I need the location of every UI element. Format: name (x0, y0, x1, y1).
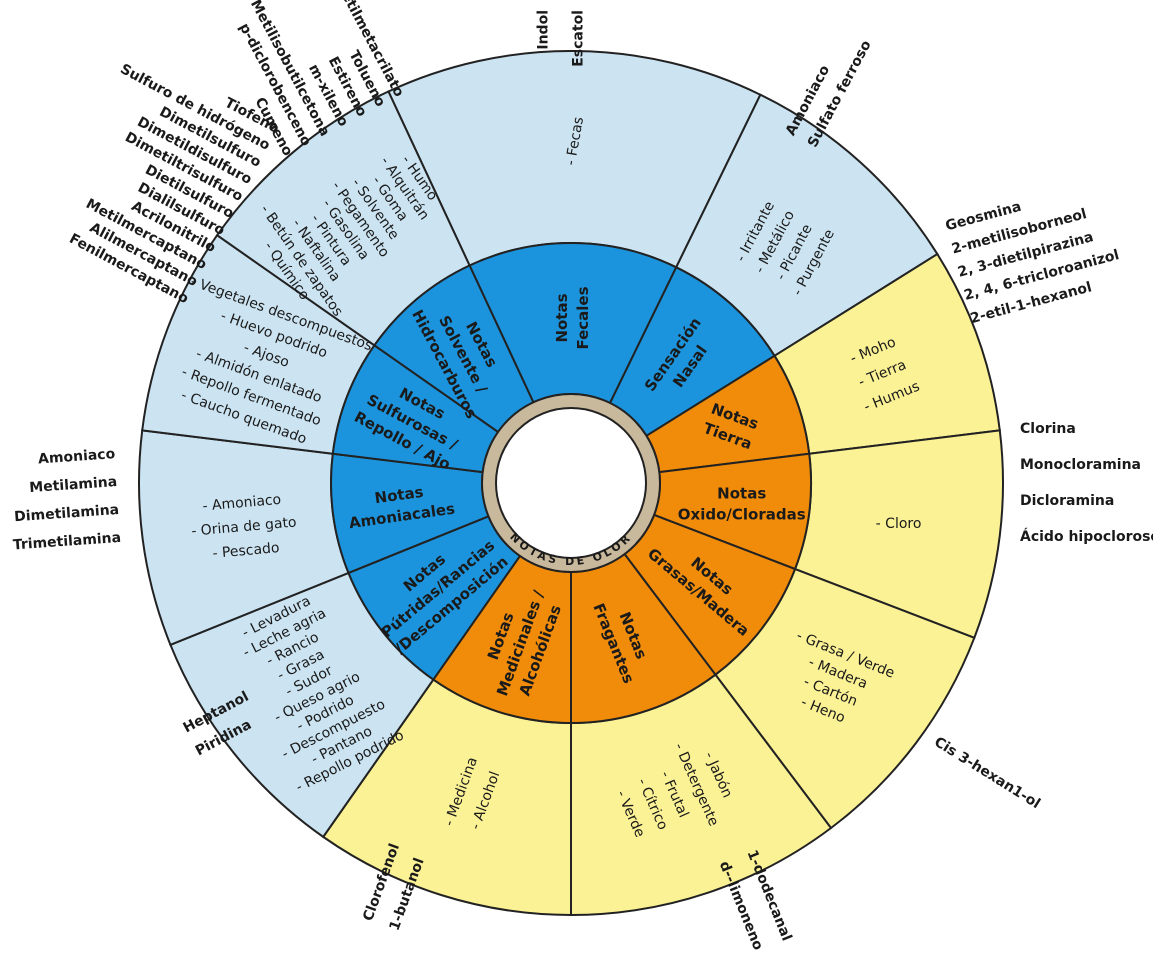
outer-ring (138, 50, 1004, 917)
descriptor-list: - Humo- Alquitrán- Goma- Solvente- Pegam… (257, 153, 441, 320)
compound-list-line: Escatol (571, 10, 587, 67)
compound-list-line: Indol (536, 10, 552, 50)
compound-list-line: Trimetilamina (12, 530, 121, 554)
hub-center (495, 407, 647, 559)
compound-list-line: Clorina (1020, 421, 1076, 437)
descriptor-list-line: - Amoniaco (202, 492, 282, 515)
category-label-line: Fecales (574, 286, 592, 349)
compound-list: Indol Escatol (536, 10, 587, 67)
compound-list: Cis 3-hexan1-ol (931, 734, 1043, 812)
category-label-line: Oxido/Cloradas (678, 505, 806, 523)
compound-list-line: Metilamina (29, 474, 118, 496)
descriptor-list: - Cloro (876, 516, 922, 532)
compound-list: AmoniacoMetilaminaDimetilaminaTrimetilam… (12, 446, 121, 554)
compound-list-line: Amoniaco (38, 446, 116, 467)
compound-list-line: Cis 3-hexan1-ol (931, 734, 1043, 812)
compound-list-line: Dicloramina (1020, 493, 1114, 509)
descriptor-list-line: - Pescado (212, 540, 280, 562)
center-hub: NOTAS DE OLOR (481, 393, 661, 573)
descriptor-list-line: - Cloro (876, 516, 922, 532)
inner-ring (330, 242, 812, 725)
compound-list-line: Dimetilamina (14, 502, 120, 525)
compound-list-line: Ácido hipocloroso (1020, 528, 1153, 545)
category-label-line: Notas (717, 484, 766, 502)
compound-list-line: Monocloramina (1020, 457, 1141, 473)
category-label-line: Notas (553, 293, 571, 342)
